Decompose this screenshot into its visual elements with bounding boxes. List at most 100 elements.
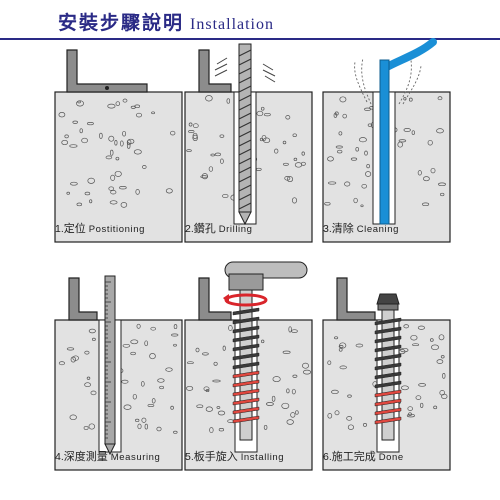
pebble <box>64 134 69 139</box>
pebble <box>135 418 140 423</box>
pebble <box>403 128 411 132</box>
pebble <box>301 151 305 156</box>
pebble <box>361 183 367 189</box>
pebble <box>76 100 84 107</box>
pebble <box>105 155 113 160</box>
pebble <box>300 161 306 166</box>
pebble <box>282 140 287 145</box>
pebble <box>165 188 173 194</box>
screw-anchor <box>232 289 260 441</box>
pebble <box>89 199 93 204</box>
pebble <box>272 376 281 383</box>
pebble <box>192 134 198 142</box>
pebble <box>324 201 331 206</box>
pebble <box>61 139 69 146</box>
pebble <box>58 112 66 118</box>
pebble <box>159 385 164 390</box>
pebble <box>282 350 291 354</box>
pebble <box>88 328 96 334</box>
title-chinese: 安裝步驟說明 <box>58 12 185 34</box>
pebble <box>87 177 95 184</box>
pebble <box>70 181 78 186</box>
step-panel-6: 6.施工完成 Done <box>322 268 451 471</box>
pebble <box>140 381 145 387</box>
pebble <box>364 107 371 111</box>
pebble <box>192 123 199 129</box>
pebble <box>339 365 347 370</box>
pebble <box>350 157 358 161</box>
pebble <box>171 333 179 337</box>
step-caption-2: 2.鑽孔 Drilling <box>185 222 253 235</box>
pebble <box>286 388 290 394</box>
pebble <box>438 334 445 341</box>
pebble <box>66 191 70 195</box>
pebble <box>291 329 298 333</box>
pebble <box>196 404 204 408</box>
pebble <box>411 130 415 135</box>
impact-wrench-icon <box>224 261 308 291</box>
pebble <box>130 339 139 345</box>
pebble <box>398 139 407 143</box>
angle-bracket-icon <box>198 277 232 321</box>
pebble <box>126 139 132 146</box>
pebble <box>195 347 200 353</box>
pebble <box>209 427 214 434</box>
pebble <box>417 170 422 176</box>
pebble <box>205 389 210 393</box>
pebble <box>127 138 135 144</box>
pebble <box>144 340 149 347</box>
pebble <box>222 345 226 351</box>
pebble <box>132 393 137 400</box>
pebble <box>58 361 65 366</box>
pebble <box>107 103 116 109</box>
pebble <box>115 101 121 106</box>
blower-icon <box>379 38 437 225</box>
pebble <box>151 398 156 404</box>
pebble <box>84 382 91 388</box>
pebble <box>429 338 434 342</box>
pebble <box>141 417 147 423</box>
pebble <box>133 149 142 155</box>
pebble <box>150 326 156 331</box>
pebble <box>115 156 120 161</box>
pebble <box>219 134 225 138</box>
pebble <box>109 149 114 156</box>
drill-bit-icon <box>238 43 252 226</box>
pebble <box>228 325 233 331</box>
hex-screw-anchor-icon <box>374 293 402 441</box>
pebble <box>126 142 131 149</box>
pebble <box>136 323 141 329</box>
pebble <box>208 166 214 172</box>
pebble <box>438 182 446 187</box>
pebble <box>205 95 213 102</box>
pebble <box>218 428 225 432</box>
pebble <box>86 376 91 380</box>
pebble <box>292 133 297 137</box>
pebble <box>437 96 443 101</box>
pebble <box>130 105 136 109</box>
pebble <box>274 148 279 154</box>
pebble <box>327 413 333 419</box>
pebble <box>281 402 290 409</box>
pebble <box>173 430 178 434</box>
pebble <box>260 106 265 111</box>
pebble <box>271 395 276 402</box>
pebble <box>261 339 265 344</box>
mark-point <box>105 86 109 90</box>
pebble <box>433 405 438 410</box>
pebble <box>90 390 97 396</box>
pebble <box>347 424 354 430</box>
pebble <box>259 137 264 142</box>
pebble <box>282 162 289 166</box>
pebble <box>119 140 124 147</box>
pebble <box>436 128 444 134</box>
pebble <box>110 174 116 181</box>
pebble <box>165 367 173 372</box>
pebble <box>88 423 96 430</box>
pebble <box>334 336 339 340</box>
pebble <box>83 425 89 431</box>
pebble <box>366 163 370 169</box>
pebble <box>214 152 221 157</box>
pebble <box>331 389 339 395</box>
air-blast-lines <box>354 57 422 105</box>
